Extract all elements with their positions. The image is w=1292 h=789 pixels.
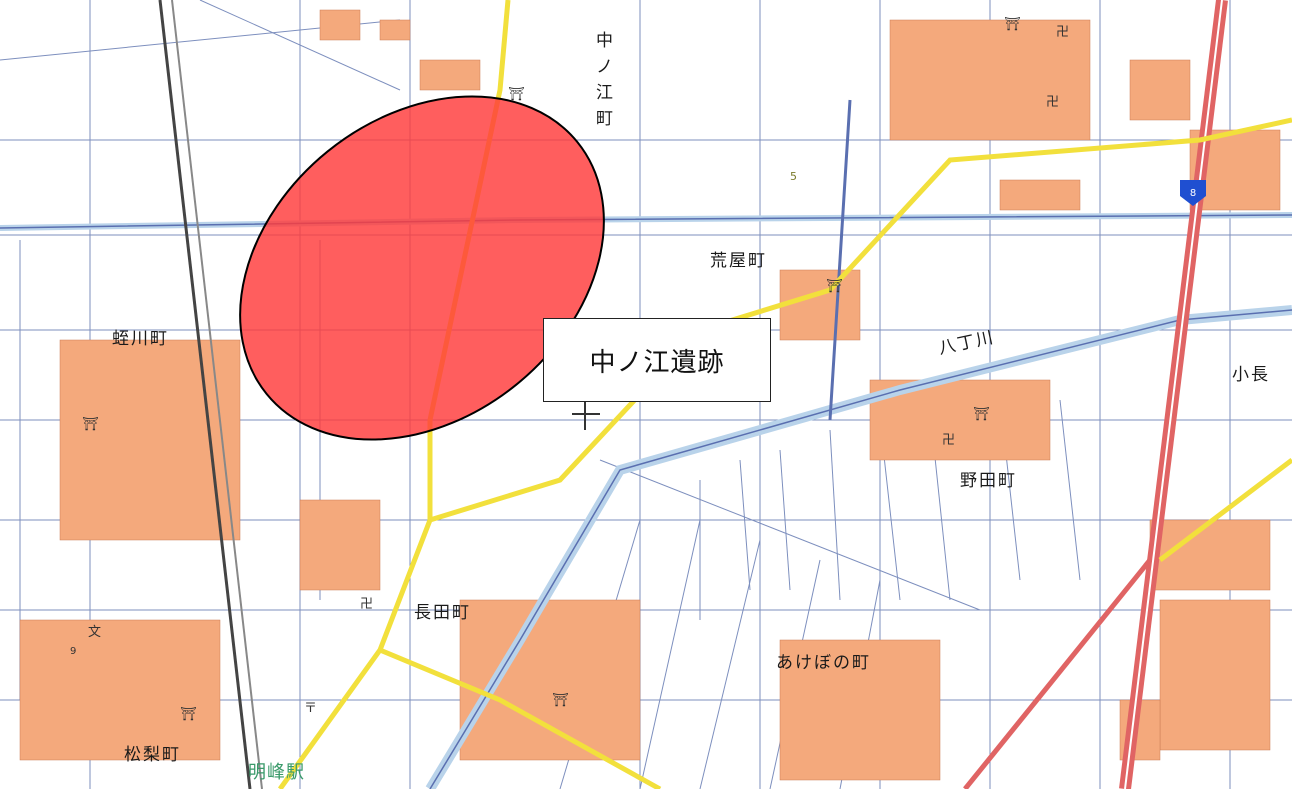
hatchogawa-label: 八丁川 bbox=[937, 327, 997, 358]
koncho-label: 小長 bbox=[1232, 365, 1270, 385]
temple-icon: 卍 bbox=[360, 597, 373, 612]
shrine-icon: ⛩ bbox=[180, 706, 197, 722]
myoho-station-label: 明峰駅 bbox=[248, 762, 305, 783]
yellow-roads bbox=[277, 0, 1292, 789]
nakanoe-cho-char-3: 江 bbox=[596, 83, 613, 103]
nakanoe-cho-char-2: ノ bbox=[596, 57, 613, 77]
site-callout-text: 中ノ江遺跡 bbox=[589, 347, 725, 378]
post-office-icon: 〒 bbox=[304, 701, 317, 716]
shrine-icon: ⛩ bbox=[82, 416, 99, 432]
map-symbols: ⛩ 卍 卍 ⛩ ⛩ ⛩ 卍 ⛩ 文 ⛩ 〒 ⛩ 卍 bbox=[82, 16, 1069, 722]
temple-icon: 卍 bbox=[1046, 95, 1059, 110]
araya-cho-label: 荒屋町 bbox=[710, 251, 767, 271]
hirugawa-cho-label: 蛭川町 bbox=[112, 329, 169, 349]
matsunashi-cho-label: 松梨町 bbox=[124, 745, 181, 765]
elevation-label-5: 5 bbox=[790, 170, 797, 183]
noda-cho-label: 野田町 bbox=[960, 471, 1017, 491]
elevation-label-9: 9 bbox=[70, 646, 76, 657]
railway bbox=[158, 0, 263, 789]
temple-icon: 卍 bbox=[1056, 25, 1069, 40]
nakanoe-cho-char-4: 町 bbox=[596, 109, 613, 129]
site-area-ellipse[interactable] bbox=[172, 26, 672, 511]
national-road bbox=[963, 0, 1228, 789]
temple-icon: 卍 bbox=[942, 433, 955, 448]
survey-cross-icon bbox=[572, 398, 600, 430]
nakanoe-cho-char-1: 中 bbox=[596, 31, 613, 51]
shrine-icon: ⛩ bbox=[552, 692, 569, 708]
nagata-cho-label: 長田町 bbox=[414, 603, 471, 623]
shrine-icon: ⛩ bbox=[826, 278, 843, 294]
school-icon: 文 bbox=[88, 625, 101, 640]
akebono-cho-label: あけぼの町 bbox=[776, 653, 871, 673]
route-shield-number: 8 bbox=[1190, 188, 1196, 199]
shrine-icon: ⛩ bbox=[973, 406, 990, 422]
route-shield-icon: 8 bbox=[1180, 180, 1206, 206]
site-callout-box: 中ノ江遺跡 bbox=[543, 318, 771, 402]
shrine-icon: ⛩ bbox=[1004, 16, 1021, 32]
shrine-icon: ⛩ bbox=[508, 86, 525, 102]
